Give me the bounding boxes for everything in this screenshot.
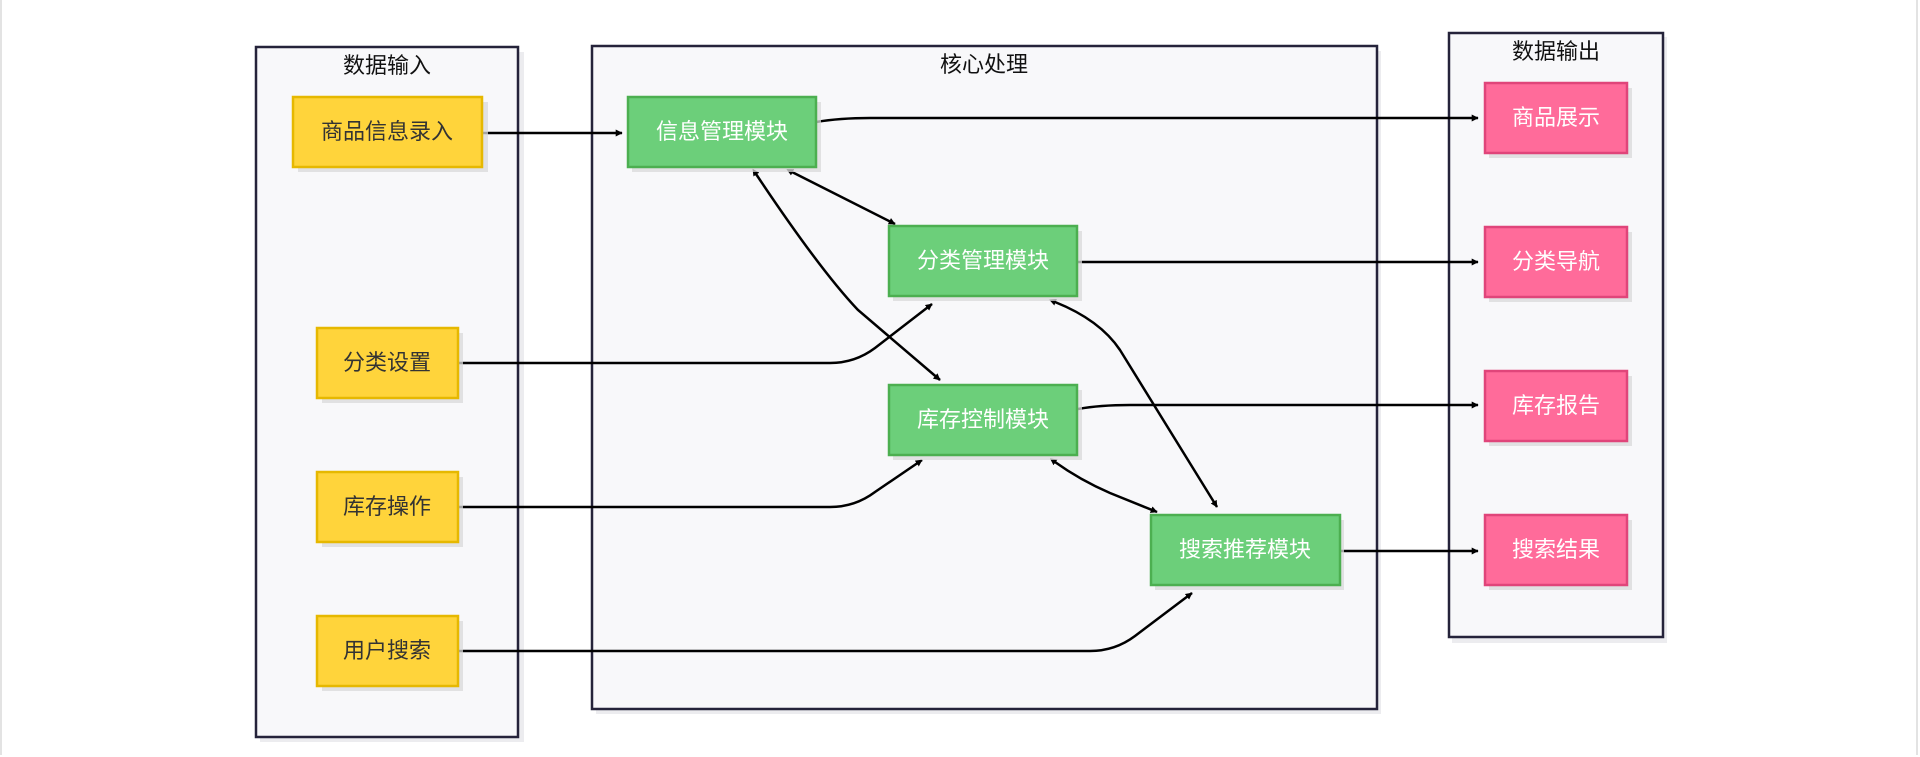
node-core-info-label: 信息管理模块	[656, 120, 788, 145]
node-in-search-label: 用户搜索	[343, 639, 431, 664]
edge-info-to-show	[815, 114, 1479, 124]
node-out-result-label: 搜索结果	[1512, 538, 1600, 563]
group-input-title: 数据输入	[343, 54, 431, 79]
node-core-search[interactable]: 搜索推荐模块	[1149, 513, 1344, 590]
node-out-nav[interactable]: 分类导航	[1483, 225, 1632, 302]
group-core-title: 核心处理	[940, 53, 1028, 78]
node-in-stock-label: 库存操作	[343, 495, 431, 520]
node-in-stock[interactable]: 库存操作	[315, 470, 463, 547]
node-out-report-label: 库存报告	[1512, 394, 1600, 419]
node-out-report[interactable]: 库存报告	[1483, 369, 1632, 446]
node-core-info[interactable]: 信息管理模块	[626, 95, 821, 172]
node-core-stock-label: 库存控制模块	[917, 408, 1049, 433]
edge-search-to-searchrec	[458, 592, 1193, 653]
edges-layer	[458, 114, 1479, 653]
node-in-goods-label: 商品信息录入	[321, 120, 453, 145]
group-output-title: 数据输出	[1512, 40, 1600, 65]
node-out-result[interactable]: 搜索结果	[1483, 513, 1632, 590]
node-in-search[interactable]: 用户搜索	[315, 614, 463, 691]
node-out-nav-label: 分类导航	[1512, 250, 1600, 275]
edge-stock-to-stockctrl	[458, 458, 923, 509]
edge-catmgmt-searchrec	[1049, 299, 1219, 508]
node-in-cat-label: 分类设置	[343, 351, 431, 376]
edge-stockctrl-searchrec	[1049, 458, 1158, 514]
node-in-cat[interactable]: 分类设置	[315, 326, 463, 403]
edge-info-stockctrl	[752, 168, 941, 381]
node-core-cat-label: 分类管理模块	[917, 249, 1049, 274]
node-out-show-label: 商品展示	[1512, 106, 1600, 131]
node-out-show[interactable]: 商品展示	[1483, 81, 1632, 158]
node-in-goods[interactable]: 商品信息录入	[291, 95, 488, 172]
node-core-stock[interactable]: 库存控制模块	[887, 383, 1082, 460]
node-core-search-label: 搜索推荐模块	[1179, 538, 1311, 563]
node-core-cat[interactable]: 分类管理模块	[887, 224, 1082, 301]
